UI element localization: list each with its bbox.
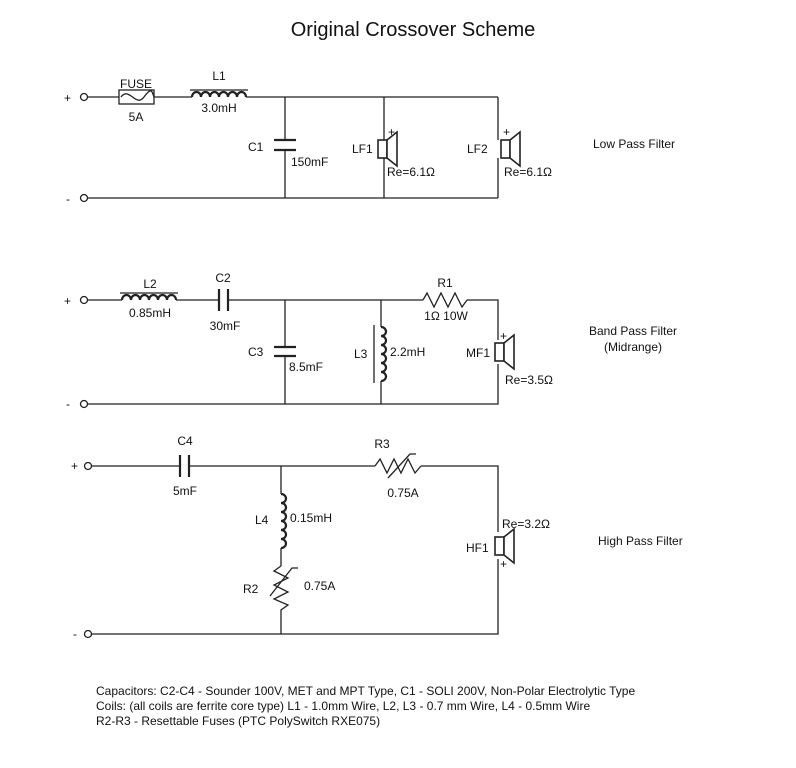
c4-value-label: 5mF [173,484,197,498]
c4-name-label: C4 [177,434,193,448]
c1-value-label: 150mF [291,155,328,169]
ptc-resistor-r2 [269,565,298,634]
bp-plus-terminal [79,295,89,305]
l4-value-label: 0.15mH [290,511,332,525]
fuse [118,89,155,105]
notes-capacitors: Capacitors: C2-C4 - Sounder 100V, MET an… [96,684,636,698]
speaker-lf1-icon [377,130,398,168]
resistor-r1 [422,291,468,309]
l2-name-label: L2 [143,277,157,291]
fuse-value-label: 5A [129,110,144,124]
r1-value-label: 1Ω 10W [424,309,468,323]
lf1-polarity-label: + [388,125,395,139]
r2-value-label: 0.75A [304,579,335,593]
l1-name-label: L1 [212,69,226,83]
capacitor-c3 [274,300,296,404]
fuse-name-label: FUSE [120,77,152,91]
low-pass-filter: + - FUSE 5A L1 3.0mH C1 150mF [64,69,675,206]
hp-plus-terminal [83,461,93,471]
l2-value-label: 0.85mH [129,306,171,320]
hf1-re-label: Re=3.2Ω [502,517,550,531]
capacitor-c1 [274,97,296,198]
l3-name-label: L3 [354,347,368,361]
speaker-mf1-icon [494,333,515,371]
speaker-hf1-icon [494,527,515,565]
bp-top-wire [88,299,499,340]
lp-plus-terminal [79,92,89,102]
bp-minus-terminal [79,399,89,409]
low-pass-filter-label: Low Pass Filter [593,137,675,151]
lf1-name-label: LF1 [352,142,373,156]
hp-plus-label: + [71,459,78,473]
mf1-re-label: Re=3.5Ω [505,373,553,387]
bp-minus-label: - [66,397,70,411]
hf1-name-label: HF1 [466,541,489,555]
bp-plus-label: + [64,294,71,308]
lf2-name-label: LF2 [467,142,488,156]
hp-top-wire [92,465,499,532]
r3-name-label: R3 [374,437,390,451]
band-pass-filter-label: Band Pass Filter [589,324,677,338]
inductor-l4 [280,466,288,566]
component-notes: Capacitors: C2-C4 - Sounder 100V, MET an… [96,684,635,729]
capacitor-c4 [178,455,191,477]
c2-name-label: C2 [215,271,231,285]
lf2-re-label: Re=6.1Ω [504,165,552,179]
hf1-polarity-label: + [500,557,507,571]
capacitor-c2 [217,289,230,311]
l1-value-label: 3.0mH [201,101,236,115]
c3-name-label: C3 [248,345,264,359]
lp-minus-terminal [79,193,89,203]
lp-minus-label: - [66,192,70,206]
c1-name-label: C1 [248,140,264,154]
hp-minus-label: - [73,627,77,641]
diagram-title: Original Crossover Scheme [291,19,536,41]
speaker-lf2-icon [500,130,521,168]
hp-minus-terminal [83,629,93,639]
lf1-re-label: Re=6.1Ω [387,165,435,179]
hp-bottom-wire [92,559,499,635]
ptc-resistor-r3 [374,453,422,479]
r1-name-label: R1 [437,276,453,290]
high-pass-filter: + - C4 5mF L4 0.15mH R2 0.75A [71,434,683,641]
bp-bottom-wire [88,364,499,405]
mf1-name-label: MF1 [466,346,490,360]
notes-resistors: R2-R3 - Resettable Fuses (PTC PolySwitch… [96,714,381,728]
notes-coils: Coils: (all coils are ferrite core type)… [96,699,591,713]
r3-value-label: 0.75A [387,486,418,500]
l3-value-label: 2.2mH [390,345,425,359]
inductor-l3 [373,300,388,404]
r2-name-label: R2 [243,582,259,596]
lp-plus-label: + [64,91,71,105]
inductor-l1 [190,89,248,98]
l4-name-label: L4 [255,513,269,527]
band-pass-filter: + - L2 0.85mH C2 30mF C3 8.5mF [64,271,677,411]
mf1-polarity-label: + [500,329,507,343]
band-pass-filter-sublabel: (Midrange) [604,340,662,354]
c2-value-label: 30mF [210,319,241,333]
lf2-polarity-label: + [503,125,510,139]
high-pass-filter-label: High Pass Filter [598,534,683,548]
c3-value-label: 8.5mF [289,360,323,374]
inductor-l2 [120,292,178,301]
